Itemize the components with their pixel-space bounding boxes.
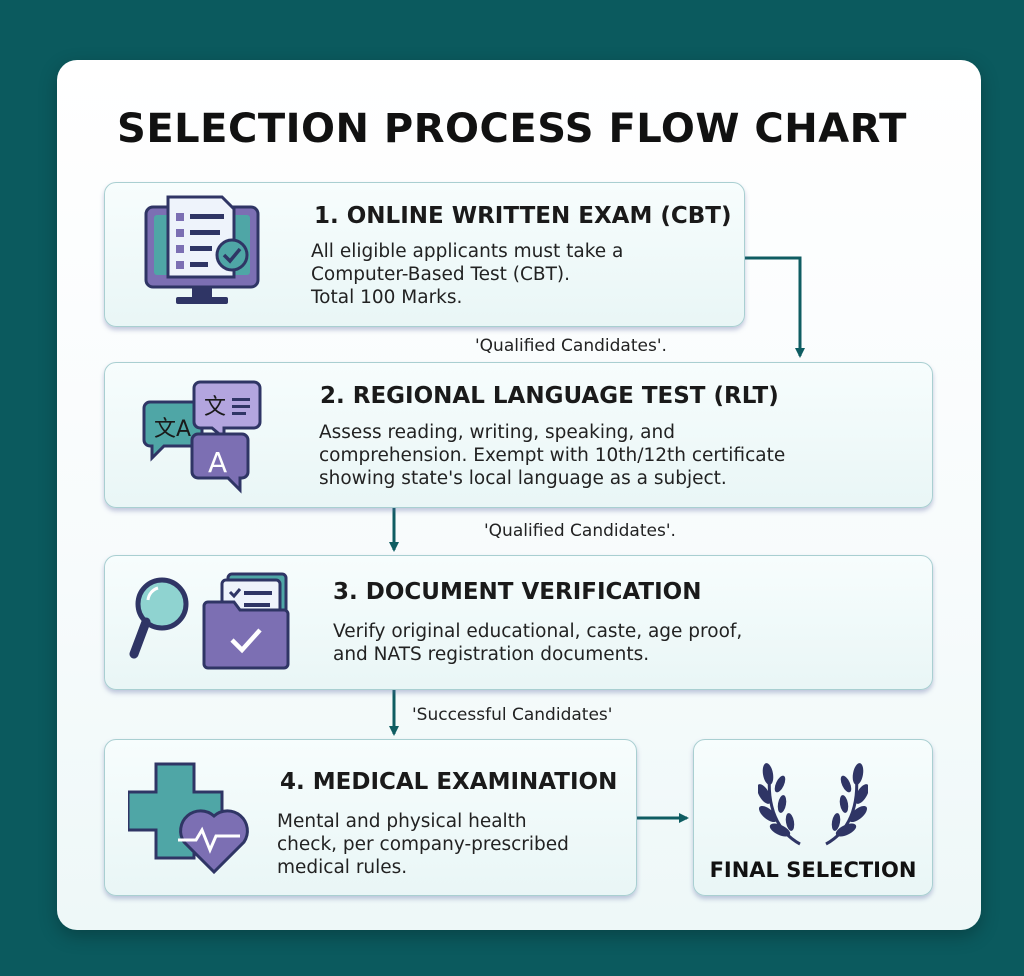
flow-label-2: 'Qualified Candidates'. — [484, 521, 676, 541]
step-2-description: Assess reading, writing, speaking, and c… — [319, 422, 786, 489]
document-search-icon — [128, 570, 298, 680]
arrow-step1-to-step2 — [745, 256, 805, 358]
step-1-title: 1. ONLINE WRITTEN EXAM (CBT) — [314, 203, 732, 229]
flow-label-3: 'Successful Candidates' — [412, 705, 613, 725]
svg-text:文: 文 — [204, 395, 226, 420]
laurel-wreath-icon — [757, 752, 869, 853]
page-title: SELECTION PROCESS FLOW CHART — [117, 106, 907, 152]
step-2-title: 2. REGIONAL LANGUAGE TEST (RLT) — [320, 383, 779, 409]
svg-text:A: A — [208, 446, 227, 479]
translate-icon: 文A 文 A — [140, 376, 265, 501]
step-4-description: Mental and physical health check, per co… — [277, 811, 569, 878]
step-3-title: 3. DOCUMENT VERIFICATION — [333, 579, 702, 605]
step-3-description: Verify original educational, caste, age … — [333, 621, 743, 665]
final-selection-box — [693, 739, 933, 896]
svg-text:文A: 文A — [154, 417, 191, 442]
flow-label-1: 'Qualified Candidates'. — [475, 336, 667, 356]
final-selection-label: FINAL SELECTION — [709, 858, 917, 882]
step-1-description: All eligible applicants must take a Comp… — [311, 241, 624, 308]
medical-heart-icon — [126, 760, 263, 885]
step-4-title: 4. MEDICAL EXAMINATION — [280, 769, 618, 795]
computer-exam-icon — [140, 193, 265, 316]
